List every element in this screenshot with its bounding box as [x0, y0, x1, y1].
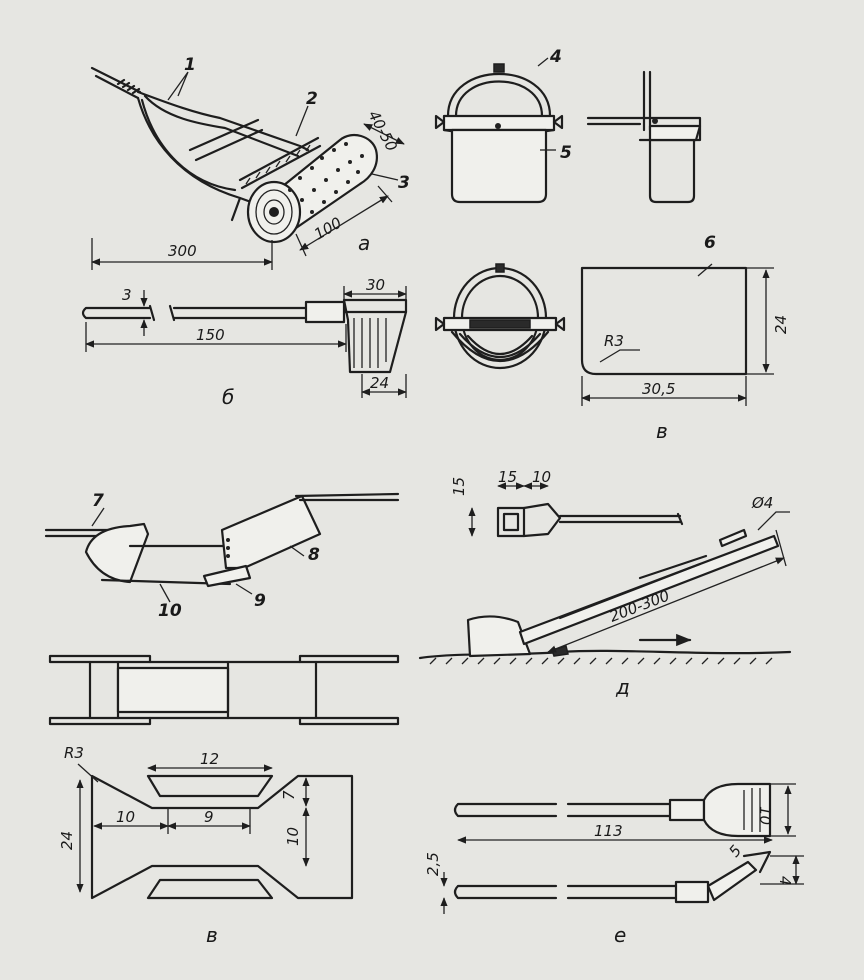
dim-g-right: 10 [284, 827, 302, 846]
dim-v-plate-height: 24 [772, 315, 790, 334]
figure-b-scoop-tool [81, 286, 408, 398]
callout-3: 3 [398, 173, 410, 193]
figure-v-flat-pattern [76, 763, 354, 900]
dim-d-height-15: 15 [450, 477, 468, 496]
callout-2: 2 [306, 89, 318, 109]
dim-g-mid: 9 [204, 808, 214, 826]
dim-v-plate-width: 30,5 [642, 380, 675, 398]
dim-g-height: 24 [58, 831, 76, 850]
figure-bucket-side [586, 70, 702, 204]
dim-g-radius: R3 [64, 744, 84, 762]
dim-v-radius: R3 [604, 332, 624, 350]
callout-4: 4 [549, 47, 562, 67]
caption-e: е [614, 923, 626, 947]
dim-d-width-10: 10 [532, 468, 551, 486]
callout-10: 10 [158, 601, 182, 621]
figure-hoe-side [44, 492, 400, 603]
dim-g-left: 10 [116, 808, 135, 826]
caption-v2: в [206, 923, 218, 947]
dim-e-tip-width: 10 [756, 806, 774, 825]
caption-v1: в [656, 419, 668, 443]
figure-hoe-top [48, 654, 400, 726]
figure-e-hook-tool [440, 850, 804, 914]
figure-d-weeding-lever [418, 482, 792, 665]
figure-v-blade-plate [580, 263, 774, 406]
dim-a-total-length: 300 [168, 242, 197, 260]
figure-bucket-front [434, 57, 564, 204]
dim-g-top: 12 [200, 750, 219, 768]
dim-e-thickness: 2,5 [424, 852, 442, 876]
dim-e-angle: 5 [725, 842, 745, 861]
dim-e-length: 113 [594, 822, 623, 840]
dim-e-hook: 4 [776, 876, 794, 886]
figure-e-fork-tool [453, 782, 796, 844]
callout-7: 7 [92, 491, 104, 511]
callout-9: 9 [254, 591, 266, 611]
callout-1: 1 [184, 55, 196, 75]
callout-5: 5 [560, 143, 572, 163]
dim-a-roller-length: 100 [311, 214, 345, 244]
figure-bucket-top [434, 263, 566, 370]
caption-b: б [222, 385, 234, 409]
dim-b-blade-height: 24 [370, 374, 389, 392]
dim-b-blade-width: 30 [366, 276, 385, 294]
caption-d: д [615, 675, 630, 699]
dim-d-diameter: Ø4 [751, 494, 773, 512]
dim-b-thickness: 3 [122, 286, 132, 304]
dim-g-right-top: 7 [280, 790, 298, 800]
caption-a: а [358, 231, 370, 255]
figure-a-roller-tool [90, 66, 405, 270]
callout-6: 6 [704, 233, 716, 253]
callout-8: 8 [308, 545, 320, 565]
dim-d-width-15: 15 [498, 468, 517, 486]
dim-b-handle-length: 150 [196, 326, 225, 344]
